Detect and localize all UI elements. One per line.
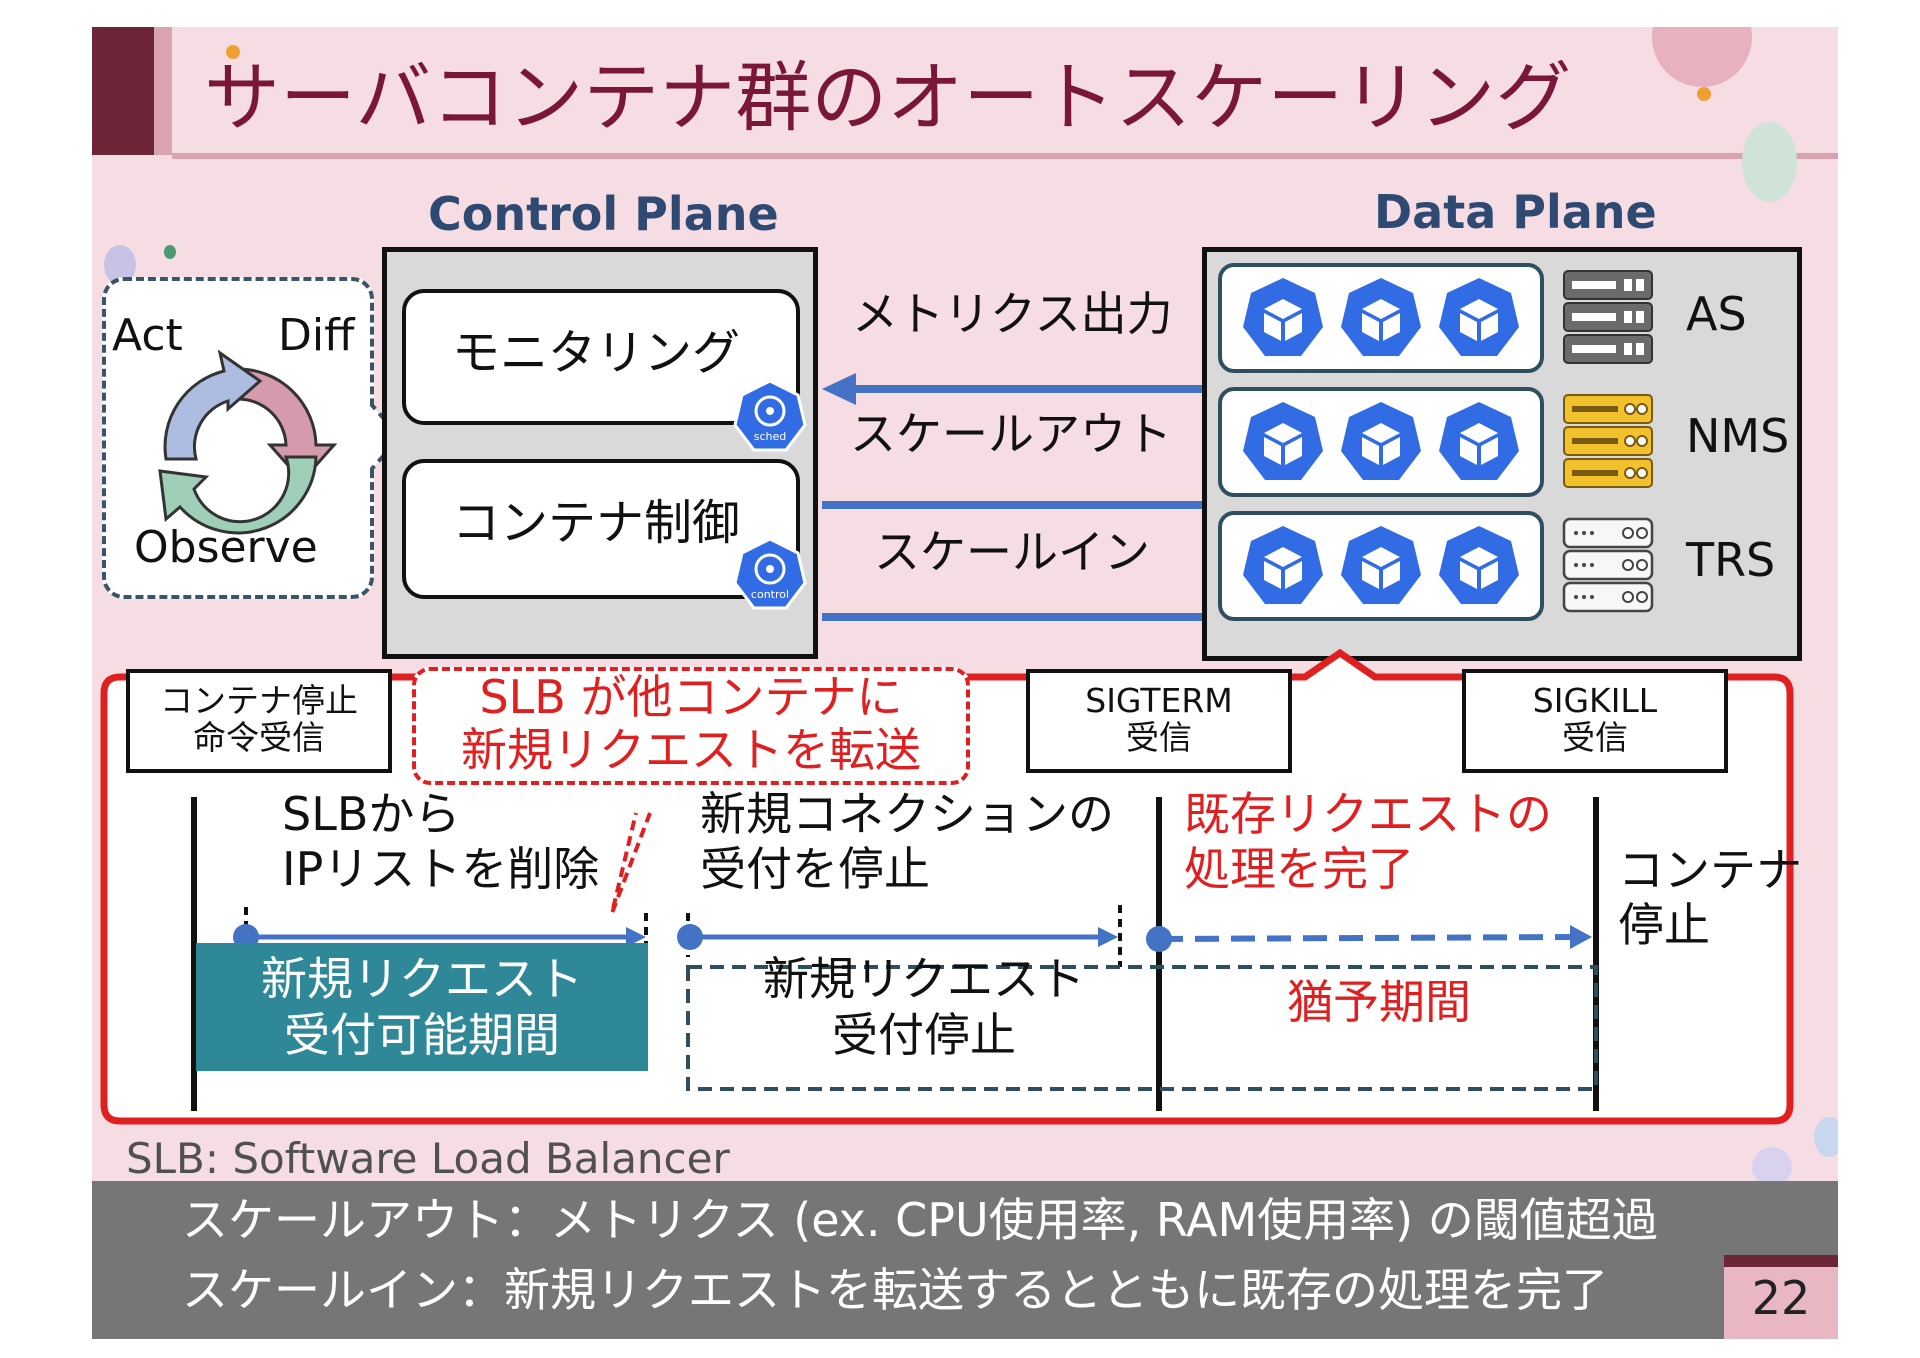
step-remove-ip: SLBから IPリストを削除 (282, 787, 600, 897)
period-accepting (196, 943, 648, 1071)
cycle-box (102, 277, 374, 599)
timeline-graphics (191, 797, 1599, 1111)
event-sigkill (1462, 669, 1728, 773)
deco-dot-green (164, 245, 176, 259)
period-stopped-label: 新規リクエスト 受付停止 (763, 952, 1085, 1063)
gray-server-icon (1563, 270, 1653, 364)
cycle-label-diff: Diff (278, 310, 355, 361)
scale-in-label: スケールイン (874, 525, 1150, 579)
cycle-arrows-icon (158, 349, 338, 535)
data-plane-heading: Data Plane (1374, 185, 1657, 239)
pod-icon (1243, 526, 1323, 604)
container-control-box (402, 459, 800, 599)
metrics-output-label: メトリクス出力 (852, 287, 1173, 341)
page-number: 22 (1751, 1271, 1811, 1325)
sched-badge-label: sched (753, 430, 787, 443)
pod-icon (1439, 402, 1519, 480)
slide: サーバコンテナ群のオートスケーリング Control Plane Data Pl… (92, 27, 1838, 1339)
footer-line-1: スケールアウト：メトリクス (ex. CPU使用率, RAM使用率) の閾値超過 (182, 1193, 1658, 1247)
step-stop-accept: 新規コネクションの 受付を停止 (700, 787, 1114, 897)
pod-icon (1341, 278, 1421, 356)
deco-dot-orange-small (226, 45, 240, 59)
kubernetes-scheduler-icon: sched (732, 379, 808, 455)
cycle-label-observe: Observe (134, 522, 318, 573)
cycle-label-act: Act (112, 310, 183, 361)
monitoring-box (402, 289, 800, 425)
footer-line-2: スケールイン：新規リクエストを転送するとともに既存の処理を完了 (182, 1263, 1608, 1317)
group-label-trs: TRS (1686, 533, 1776, 587)
slb-forward-callout-text: SLB が他コンテナに 新規リクエストを転送 (461, 670, 921, 778)
page-number-box (1724, 1267, 1838, 1339)
event-sigkill-label: SIGKILL 受信 (1532, 681, 1658, 757)
group-label-as: AS (1686, 287, 1747, 341)
deco-circle-lav-right (1752, 1147, 1792, 1187)
group-label-nms: NMS (1686, 409, 1790, 463)
title-underline (172, 153, 1838, 159)
deco-circle-blue-right (1814, 1117, 1838, 1157)
event-sigterm-label: SIGTERM 受信 (1085, 681, 1233, 757)
event-stop-received (126, 669, 392, 773)
control-plane-heading: Control Plane (428, 187, 779, 241)
pod-icon (1439, 278, 1519, 356)
white-server-icon (1562, 517, 1654, 613)
footer-band (92, 1181, 1838, 1339)
slb-footnote: SLB: Software Load Balancer (126, 1134, 730, 1183)
yellow-server-icon (1563, 394, 1653, 488)
event-sigterm (1026, 669, 1292, 773)
slb-forward-callout (412, 667, 970, 785)
page-title: サーバコンテナ群のオートスケーリング (204, 53, 1572, 142)
period-accepting-label: 新規リクエスト 受付可能期間 (261, 952, 583, 1063)
deco-circle-pink (1652, 27, 1752, 87)
page-number-accent (1724, 1255, 1838, 1267)
period-grace-label: 猶予期間 (1287, 975, 1471, 1029)
deco-circle-mint (1742, 122, 1797, 202)
kubernetes-controller-icon: control (732, 537, 808, 613)
monitoring-label: モニタリング (452, 325, 741, 381)
container-control-label: コンテナ制御 (452, 495, 741, 551)
control-badge-label: control (750, 588, 790, 601)
event-stop-received-label: コンテナ停止 命令受信 (160, 681, 358, 757)
pod-icon (1243, 278, 1323, 356)
pod-icon (1243, 402, 1323, 480)
title-accent-strip (154, 27, 172, 155)
step-finish-existing: 既存リクエストの 処理を完了 (1184, 787, 1552, 897)
pod-icon (1341, 402, 1421, 480)
step-container-stop: コンテナ 停止 (1618, 843, 1802, 953)
title-accent-bar (92, 27, 154, 155)
pod-icon (1341, 526, 1421, 604)
pod-icon (1439, 526, 1519, 604)
scale-out-label: スケールアウト (850, 407, 1172, 461)
deco-dot-orange (1697, 87, 1711, 101)
